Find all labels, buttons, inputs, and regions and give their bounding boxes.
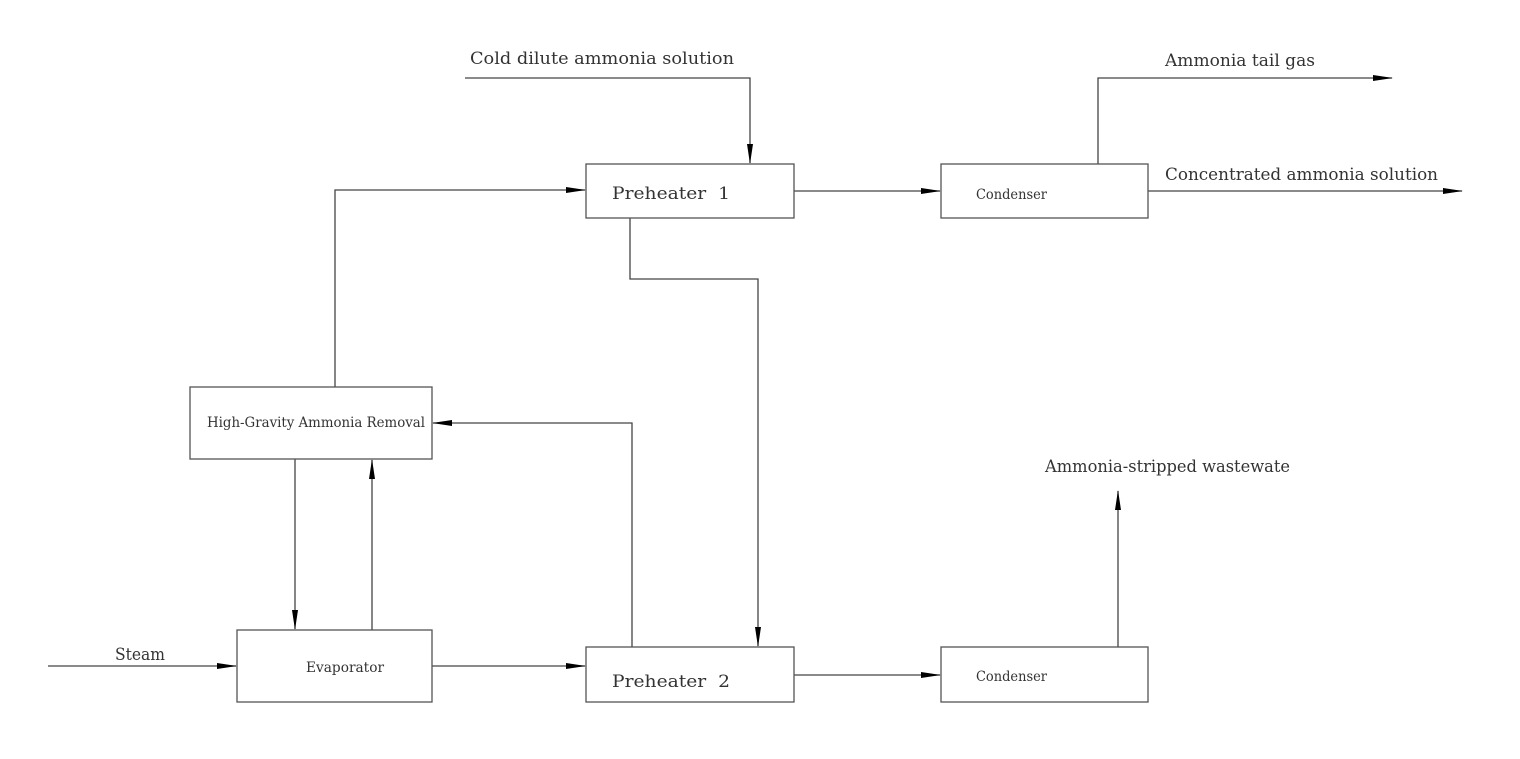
preheater1-to-preheater2-arrow: [629, 218, 761, 647]
tail-gas-label: Ammonia tail gas: [1164, 51, 1315, 71]
concentrated-label: Concentrated ammonia solution: [1165, 165, 1438, 185]
cold-dilute-feed-arrow: [465, 77, 753, 164]
stripped-label: Ammonia-stripped wastewate: [1044, 457, 1290, 477]
condenser-bottom-box: Condenser: [940, 646, 1149, 703]
preheater2-to-hgar-arrow: [432, 420, 633, 647]
preheater2-label: Preheater 2: [612, 672, 730, 692]
preheater1-box: Preheater 1: [585, 163, 795, 219]
hgar-to-preheater1-arrow: [334, 187, 586, 387]
condenser-top-label: Condenser: [976, 187, 1047, 203]
evaporator-box: Evaporator: [236, 629, 433, 703]
preheater2-box: Preheater 2: [585, 646, 795, 703]
tail-gas-arrow: [1097, 75, 1393, 164]
evaporator-label: Evaporator: [306, 660, 384, 676]
hgar-label: High-Gravity Ammonia Removal: [207, 415, 425, 431]
hgar-box: High-Gravity Ammonia Removal: [189, 386, 433, 460]
condenser-bottom-label: Condenser: [976, 669, 1047, 685]
cold-dilute-label: Cold dilute ammonia solution: [470, 49, 734, 69]
condenser-top-box: Condenser: [940, 163, 1149, 219]
steam-label: Steam: [115, 645, 165, 665]
preheater1-label: Preheater 1: [612, 184, 730, 204]
